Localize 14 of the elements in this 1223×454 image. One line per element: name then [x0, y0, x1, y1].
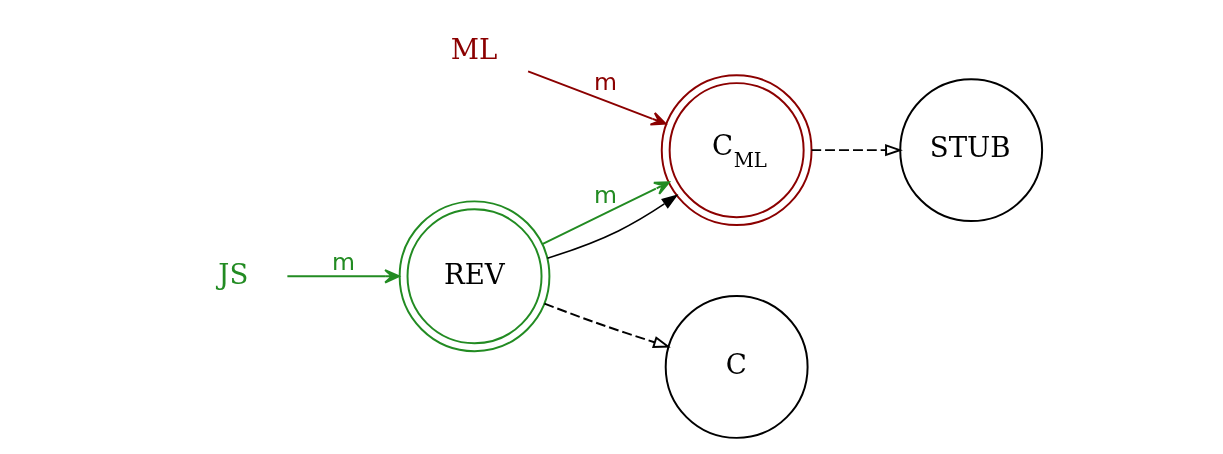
edge-label: m	[594, 180, 618, 209]
arrow	[543, 302, 671, 348]
node-circle: REV	[398, 200, 551, 353]
node-circle: C	[664, 295, 809, 439]
node-circle: STUB	[899, 78, 1044, 223]
arrow	[541, 181, 670, 246]
arrow	[810, 143, 903, 157]
node-text: JS	[218, 257, 249, 291]
arrow	[546, 194, 679, 259]
arrow	[527, 70, 667, 126]
edge-label: m	[331, 247, 355, 276]
arrow	[286, 269, 400, 284]
edge-label: m	[594, 68, 618, 97]
node-text: ML	[450, 32, 498, 66]
